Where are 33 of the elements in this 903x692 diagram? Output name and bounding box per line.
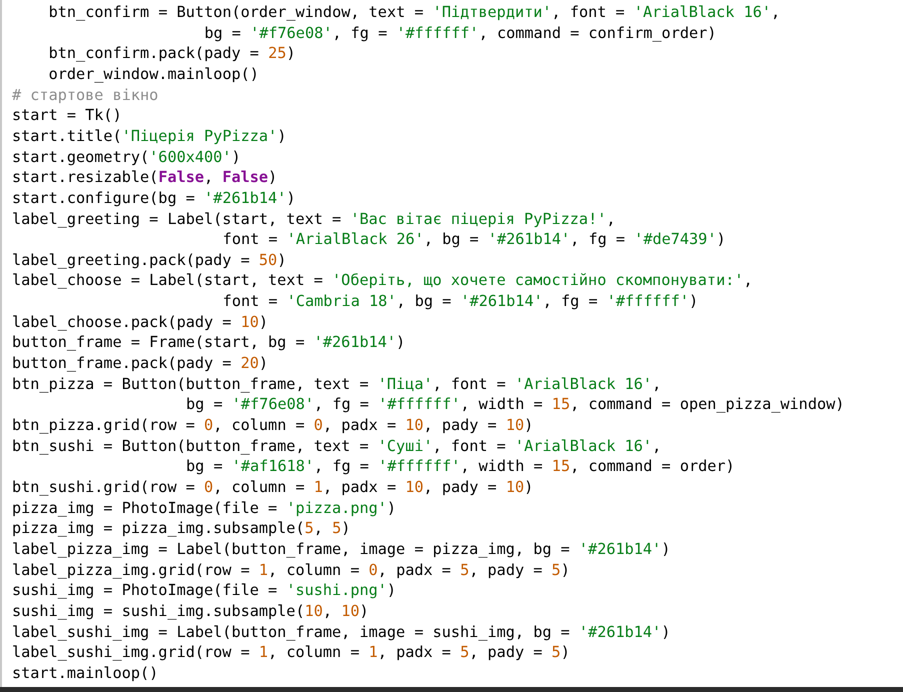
code-line: label_pizza_img = Label(button_frame, image = pizza_img, bg = '#261b14') xyxy=(12,538,670,559)
code-line: pizza_img = pizza_img.subsample(5, 5) xyxy=(12,518,350,538)
code-line: label_choose = Label(start, text = 'Оберіть, що хочете самостійно скомпонувати:', xyxy=(12,270,753,290)
code-line: order_window.mainloop() xyxy=(48,64,259,84)
code-line: btn_sushi.grid(row = 0, column = 1, padx = 10, pady = 10) xyxy=(12,476,534,497)
code-line: start = Tk() xyxy=(12,105,122,126)
code-line: btn_pizza = Button(button_frame, text = 'Піца', font = 'ArialBlack 16', xyxy=(12,374,662,394)
code-line: button_frame.pack(pady = 20) xyxy=(12,353,268,374)
code-line: bg = '#af1618', fg = '#ffffff', width = 15, command = order) xyxy=(186,456,735,476)
code-line: font = 'Cambria 18', bg = '#261b14', fg = '#ffffff') xyxy=(222,291,698,312)
code-line: label_sushi_img = Label(button_frame, image = sushi_img, bg = '#261b14') xyxy=(12,622,670,642)
code-line: label_sushi_img.grid(row = 1, column = 1, padx = 5, pady = 5) xyxy=(12,642,570,662)
code-line: start.mainloop() xyxy=(12,662,158,683)
code-line: label_greeting = Label(start, text = 'Вас вітає піцерія PyPizza!', xyxy=(12,208,616,228)
code-line: btn_pizza.grid(row = 0, column = 0, padx = 10, pady = 10) xyxy=(12,415,534,435)
code-line: start.resizable(False, False) xyxy=(12,167,278,188)
code-line: button_frame = Frame(start, bg = '#261b14') xyxy=(12,332,406,352)
code-line: btn_confirm = Button(order_window, text = 'Підтвердити', font = 'ArialBlack 16', xyxy=(48,2,780,22)
code-line: label_greeting.pack(pady = 50) xyxy=(12,250,286,270)
code-line: start.configure(bg = '#261b14') xyxy=(12,188,296,208)
code-line: start.geometry('600x400') xyxy=(12,146,241,167)
code-line: bg = '#f76e08', fg = '#ffffff', width = 15, command = open_pizza_window) xyxy=(186,394,844,414)
code-line: label_pizza_img.grid(row = 1, column = 0, padx = 5, pady = 5) xyxy=(12,560,570,580)
code-line: start.title('Піцерія PyPizza') xyxy=(12,126,286,146)
code-line: sushi_img = PhotoImage(file = 'sushi.png') xyxy=(12,580,396,600)
code-line: btn_confirm.pack(pady = 25) xyxy=(48,43,296,64)
code-line: bg = '#f76e08', fg = '#ffffff', command = confirm_order) xyxy=(204,22,716,43)
code-line: btn_sushi = Button(button_frame, text = 'Суші', font = 'ArialBlack 16', xyxy=(12,436,662,456)
code-line: sushi_img = sushi_img.subsample(10, 10) xyxy=(12,600,369,621)
code-line: font = 'ArialBlack 26', bg = '#261b14', fg = '#de7439') xyxy=(222,229,726,250)
code-line: # стартове вікно xyxy=(12,84,158,105)
code-line: pizza_img = PhotoImage(file = 'pizza.png') xyxy=(12,498,396,518)
code-line: label_choose.pack(pady = 10) xyxy=(12,312,268,332)
